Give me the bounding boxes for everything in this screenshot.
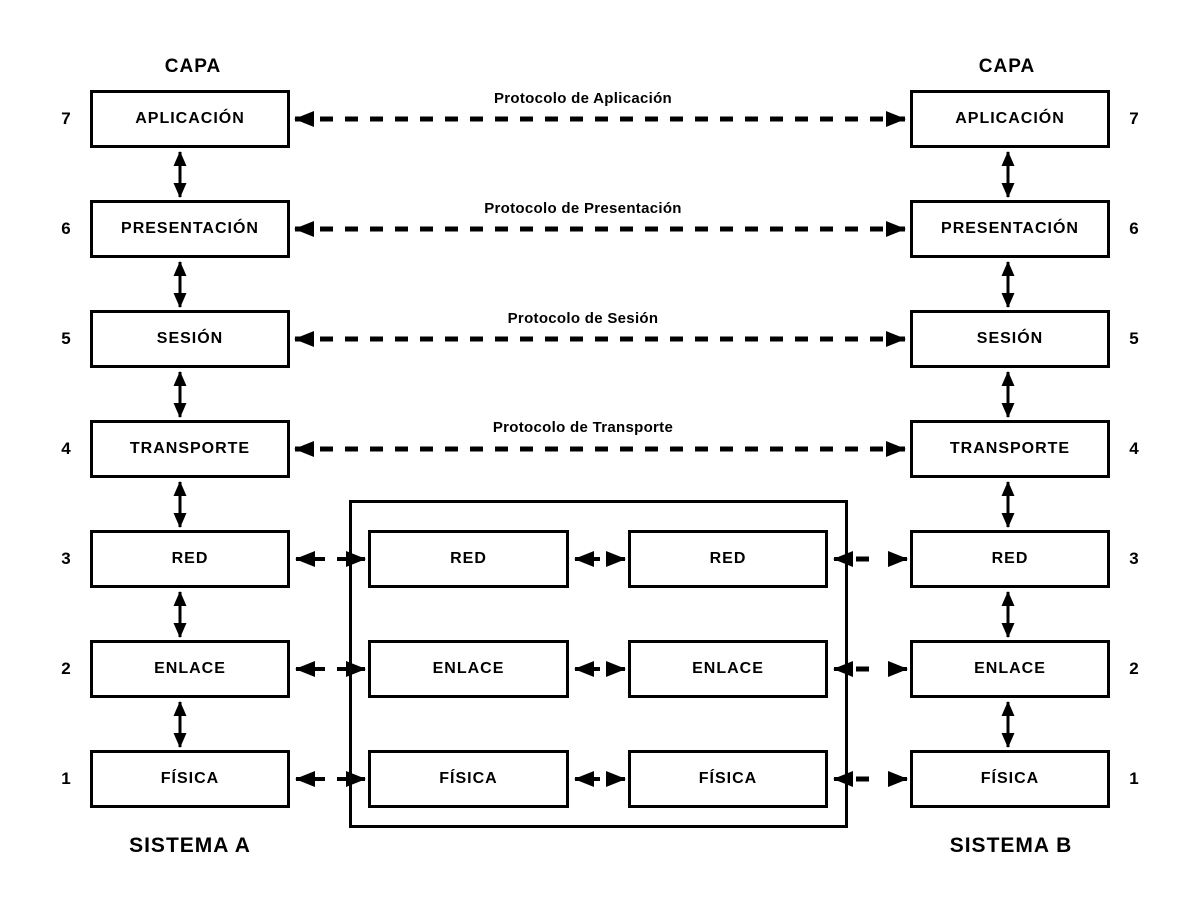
protocol-label-sesion: Protocolo de Sesión (507, 310, 659, 327)
protocol-label-transporte: Protocolo de Transporte (492, 419, 674, 436)
protocol-label-aplicacion: Protocolo de Aplicación (493, 90, 673, 107)
layer-number-a-3: 3 (61, 549, 71, 568)
subnet-node2-enlace: ENLACE (628, 640, 828, 698)
subnet-node1-enlace: ENLACE (368, 640, 569, 698)
layer-box-b-enlace: ENLACE (910, 640, 1110, 698)
layer-box-a-fisica: FÍSICA (90, 750, 290, 808)
layer-box-a-transporte: TRANSPORTE (90, 420, 290, 478)
capa-header-right: CAPA (978, 56, 1036, 77)
layer-number-b-1: 1 (1129, 769, 1139, 788)
layer-number-a-1: 1 (61, 769, 71, 788)
layer-box-b-red: RED (910, 530, 1110, 588)
layer-number-b-2: 2 (1129, 659, 1139, 678)
layer-box-a-red: RED (90, 530, 290, 588)
layer-number-b-5: 5 (1129, 329, 1139, 348)
layer-number-b-6: 6 (1129, 219, 1139, 238)
capa-header-left: CAPA (164, 56, 222, 77)
layer-box-a-presentacion: PRESENTACIÓN (90, 200, 290, 258)
layer-box-b-aplicacion: APLICACIÓN (910, 90, 1110, 148)
layer-box-a-enlace: ENLACE (90, 640, 290, 698)
protocol-label-presentacion: Protocolo de Presentación (484, 200, 682, 217)
sistema-b-label: SISTEMA B (949, 834, 1073, 857)
layer-number-a-2: 2 (61, 659, 71, 678)
layer-box-a-sesion: SESIÓN (90, 310, 290, 368)
layer-box-b-presentacion: PRESENTACIÓN (910, 200, 1110, 258)
subnet-node2-red: RED (628, 530, 828, 588)
layer-box-b-sesion: SESIÓN (910, 310, 1110, 368)
layer-number-a-7: 7 (61, 109, 71, 128)
layer-number-a-6: 6 (61, 219, 71, 238)
layer-number-a-5: 5 (61, 329, 71, 348)
layer-number-a-4: 4 (61, 439, 71, 458)
layer-box-a-aplicacion: APLICACIÓN (90, 90, 290, 148)
layer-box-b-transporte: TRANSPORTE (910, 420, 1110, 478)
layer-number-b-7: 7 (1129, 109, 1139, 128)
sistema-a-label: SISTEMA A (129, 834, 251, 857)
layer-box-b-fisica: FÍSICA (910, 750, 1110, 808)
subnet-node1-red: RED (368, 530, 569, 588)
subnet-node2-fisica: FÍSICA (628, 750, 828, 808)
layer-number-b-4: 4 (1129, 439, 1139, 458)
subnet-node1-fisica: FÍSICA (368, 750, 569, 808)
layer-number-b-3: 3 (1129, 549, 1139, 568)
